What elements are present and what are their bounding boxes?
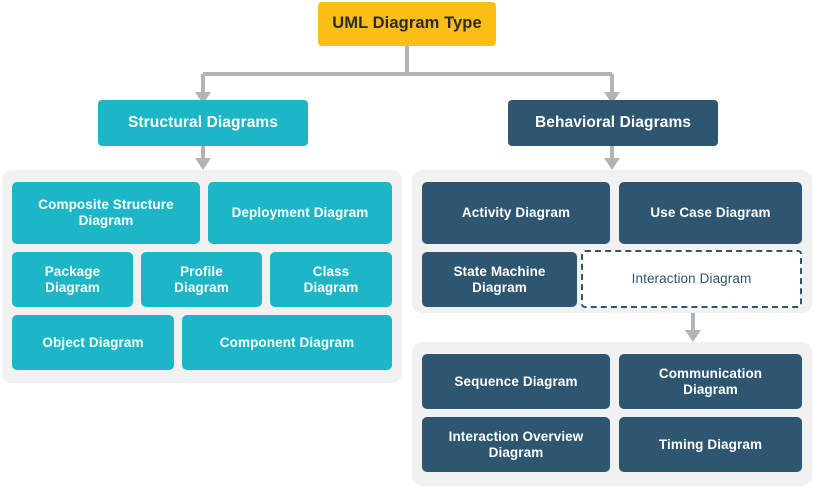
node-sequence-diagram[interactable]: Sequence Diagram [422, 354, 610, 409]
node-interaction-overview-diagram[interactable]: Interaction Overview Diagram [422, 417, 610, 472]
node-object-diagram[interactable]: Object Diagram [12, 315, 174, 370]
node-profile-diagram[interactable]: Profile Diagram [141, 252, 262, 307]
node-timing-diagram[interactable]: Timing Diagram [619, 417, 802, 472]
node-deployment-diagram[interactable]: Deployment Diagram [208, 182, 392, 244]
node-class-diagram[interactable]: Class Diagram [270, 252, 392, 307]
arrowhead-interaction-panel [685, 330, 701, 342]
arrowhead-structural-panel [195, 158, 211, 170]
node-component-diagram[interactable]: Component Diagram [182, 315, 392, 370]
arrowhead-behavioral-panel [604, 158, 620, 170]
node-activity-diagram[interactable]: Activity Diagram [422, 182, 610, 244]
branch-node-structural-diagrams[interactable]: Structural Diagrams [98, 100, 308, 146]
node-package-diagram[interactable]: Package Diagram [12, 252, 133, 307]
branch-node-behavioral-diagrams[interactable]: Behavioral Diagrams [508, 100, 718, 146]
interaction-diagrams-panel: Sequence Diagram Communication Diagram I… [412, 342, 812, 486]
node-use-case-diagram[interactable]: Use Case Diagram [619, 182, 802, 244]
structural-diagrams-panel: Composite Structure Diagram Deployment D… [2, 170, 402, 383]
node-composite-structure-diagram[interactable]: Composite Structure Diagram [12, 182, 200, 244]
node-communication-diagram[interactable]: Communication Diagram [619, 354, 802, 409]
root-node-uml-diagram-type[interactable]: UML Diagram Type [318, 2, 496, 46]
node-interaction-diagram[interactable]: Interaction Diagram [581, 250, 802, 308]
behavioral-diagrams-panel: Activity Diagram Use Case Diagram State … [412, 170, 812, 313]
node-state-machine-diagram[interactable]: State Machine Diagram [422, 252, 577, 307]
